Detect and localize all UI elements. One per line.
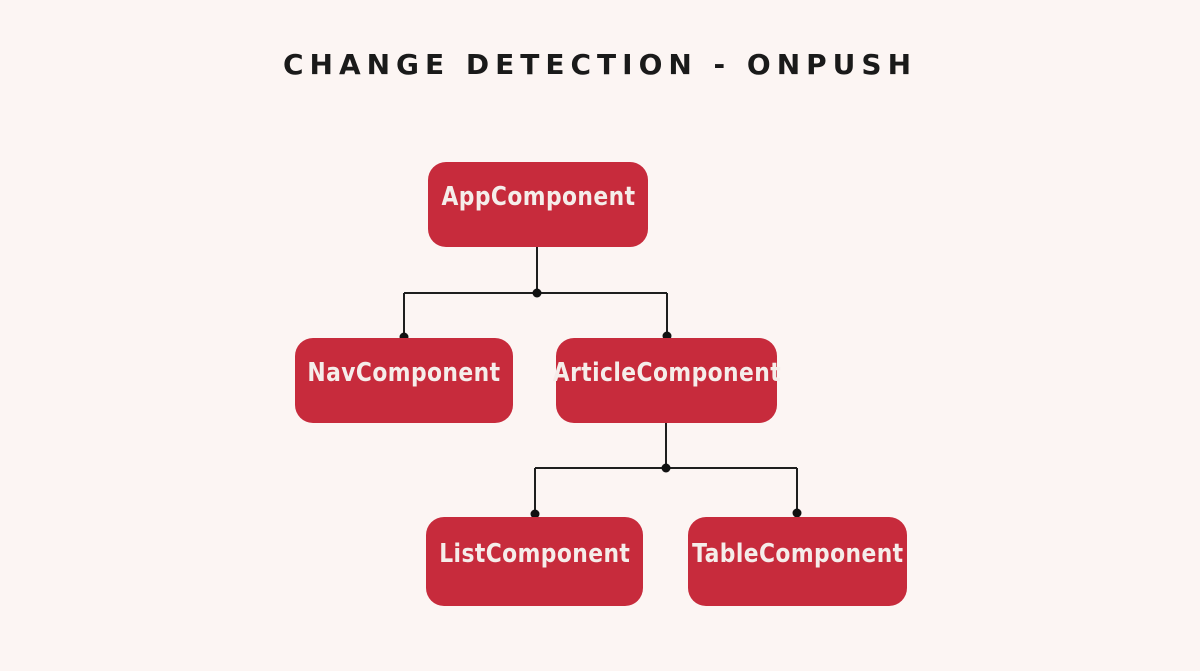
node-label: ArticleComponent [552, 357, 781, 388]
node-label: NavComponent [307, 357, 501, 388]
node-label: AppComponent [441, 181, 635, 212]
node-list-component: ListComponent [426, 517, 643, 606]
node-label: ListComponent [438, 538, 631, 569]
junction-dot-level2 [661, 463, 671, 473]
node-table-component: TableComponent [688, 517, 907, 606]
page-title: CHANGE DETECTION - ONPUSH [282, 48, 918, 81]
node-article-component: ArticleComponent [552, 338, 780, 423]
node-nav-component: NavComponent [295, 338, 513, 423]
node-app-component: AppComponent [428, 162, 648, 247]
junction-dot-level1 [532, 288, 542, 298]
node-label: TableComponent [691, 538, 904, 569]
